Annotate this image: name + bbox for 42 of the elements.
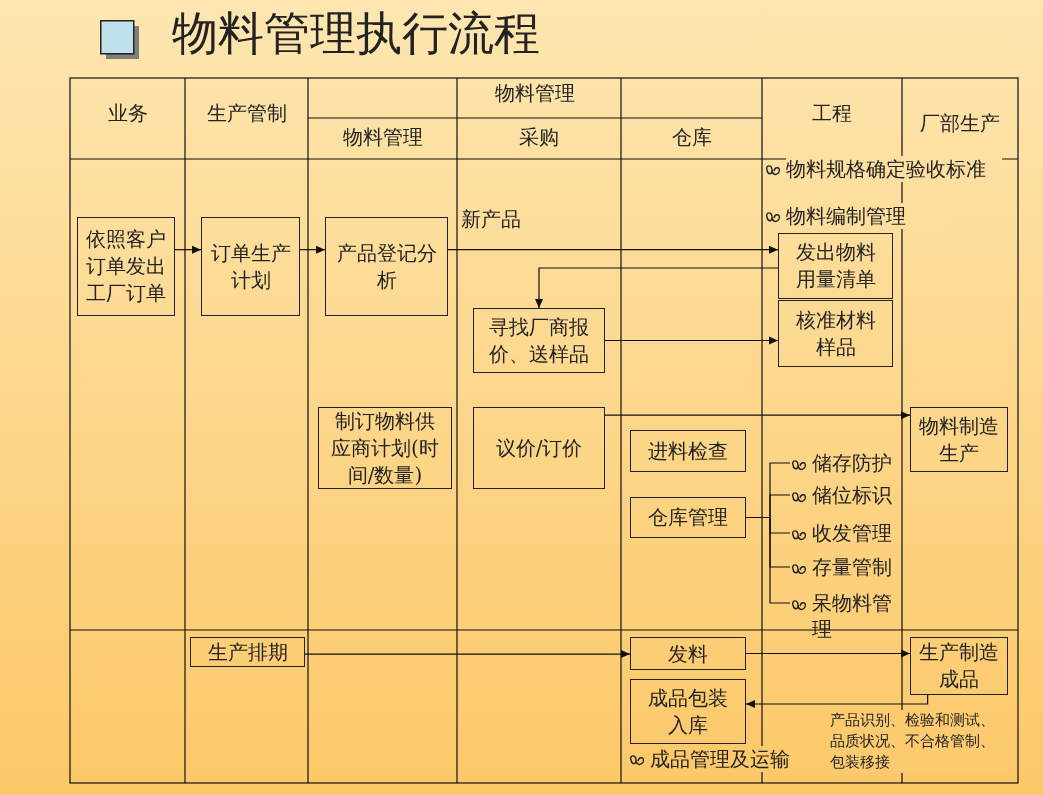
list-item-text: 储位标识 bbox=[812, 482, 893, 508]
arrow bbox=[745, 649, 911, 658]
process-box: 订单生产计划 bbox=[201, 217, 300, 316]
lane-header: 厂部生产 bbox=[919, 110, 1001, 136]
process-box: 仓库管理 bbox=[630, 497, 746, 538]
process-box: 依照客户订单发出工厂订单 bbox=[77, 217, 175, 316]
list-item-text: 收发管理 bbox=[812, 520, 893, 546]
lane-header: 工程 bbox=[811, 100, 853, 126]
process-box: 发出物料用量清单 bbox=[778, 233, 893, 299]
arrow bbox=[299, 245, 326, 254]
arrow bbox=[745, 694, 929, 708]
process-box: 发料 bbox=[630, 637, 746, 670]
lane-header: 生产管制 bbox=[205, 100, 288, 126]
edge-label: 新产品 bbox=[461, 206, 521, 232]
connector-line bbox=[745, 516, 791, 604]
process-box: 寻找厂商报价、送样品 bbox=[473, 308, 605, 373]
lane-header: 物料管理 bbox=[341, 124, 424, 150]
list-item-text: 呆物料管理 bbox=[812, 590, 893, 642]
process-box: 议价/订价 bbox=[473, 407, 605, 489]
lane-header: 仓库 bbox=[670, 124, 713, 150]
lane-header: 物料管理 bbox=[494, 80, 576, 106]
list-item-text: 存量管制 bbox=[812, 554, 893, 580]
arrow bbox=[535, 267, 779, 309]
process-box: 制订物料供应商计划(时间/数量) bbox=[318, 407, 452, 489]
arrow bbox=[447, 245, 779, 254]
lane-header: 业务 bbox=[106, 100, 149, 126]
arrow bbox=[174, 245, 202, 254]
process-box: 进料检查 bbox=[630, 430, 746, 472]
process-box: 生产制造成品 bbox=[910, 637, 1008, 695]
arrow bbox=[604, 411, 911, 420]
lane-header: 采购 bbox=[518, 124, 560, 150]
bullet-text: 物料规格确定验收标准 bbox=[786, 156, 1002, 182]
list-item-text: 储存防护 bbox=[812, 450, 893, 476]
note-text: 产品识别、检验和测试、品质状况、不合格管制、包装移接 bbox=[830, 710, 1006, 773]
process-box: 生产排期 bbox=[190, 637, 305, 667]
process-box: 产品登记分析 bbox=[325, 217, 448, 316]
process-box: 核准材料样品 bbox=[778, 300, 893, 367]
arrow bbox=[304, 650, 631, 659]
title: 物料管理执行流程 bbox=[172, 5, 540, 62]
arrow bbox=[604, 336, 779, 345]
process-box: 物料制造生产 bbox=[910, 407, 1008, 472]
process-box: 成品包装入库 bbox=[630, 679, 746, 744]
